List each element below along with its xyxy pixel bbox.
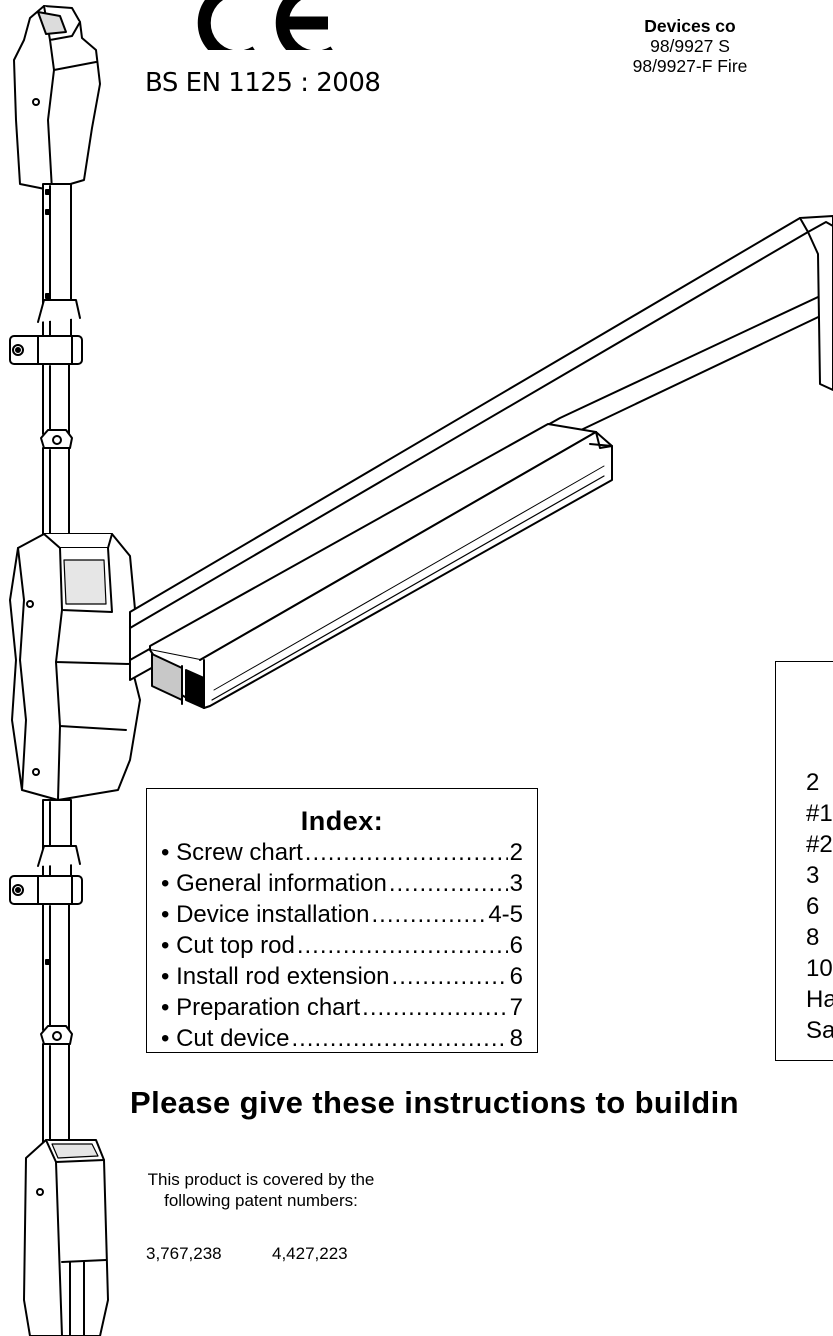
patent-number: 3,767,238 [146,1244,222,1263]
patent-intro: This product is covered by the following… [147,1170,375,1210]
cross-bar [129,215,833,709]
bottom-latch-housing [23,1139,109,1336]
index-item-label: • Screw chart [161,839,303,866]
index-item-label: • Cut top rod [161,932,295,959]
index-row: • Install rod extension.................… [161,961,523,992]
bottom-rod-middle [42,903,70,1031]
top-latch-housing [13,5,101,191]
index-row: • Screw chart...........................… [161,837,523,868]
tools-list-item: #2 [806,831,833,858]
tools-list-item: 8 [806,924,820,951]
top-rod-joint [40,429,73,549]
index-item-page: 6 [509,963,523,990]
tools-list-item: Sa [806,1017,833,1044]
tools-list-item: Ha [806,986,833,1013]
instruction-notice: Please give these instructions to buildi… [130,1085,739,1120]
ce-mark-logo [197,0,333,50]
index-item-page: 3 [509,870,523,897]
index-item-label: • Cut device [161,1025,290,1052]
index-leader-dots: ........................................… [304,839,508,866]
bottom-rod-upper [42,799,72,879]
tools-list-item: #1 [806,800,833,827]
index-row: • Cut device............................… [161,1023,523,1054]
index-row: • Preparation chart.....................… [161,992,523,1023]
index-item-page: 7 [509,994,523,1021]
index-leader-dots: ........................................… [291,1025,507,1052]
index-row: • Cut top rod...........................… [161,930,523,961]
index-list: • Screw chart...........................… [147,837,537,1054]
bottom-rod-joint [40,1025,73,1145]
index-item-page: 6 [509,932,523,959]
devices-title: Devices co [644,16,736,36]
center-case [9,533,141,801]
index-leader-dots: ........................................… [371,901,487,928]
index-item-page: 4-5 [488,901,523,928]
index-title: Index: [300,806,384,836]
standard-label: BS EN 1125 : 2008 [145,68,381,98]
index-item-page: 2 [509,839,523,866]
index-leader-dots: ........................................… [388,870,508,897]
index-row: • General information...................… [161,868,523,899]
index-item-label: • Preparation chart [161,994,361,1021]
index-item-label: • Device installation [161,901,370,928]
device-model-line: 98/9927-F Fire [632,56,748,76]
tools-list-item: 6 [806,893,820,920]
tools-list-item: 3 [806,862,820,889]
device-model-line: 98/9927 S [650,36,730,56]
tools-list-item: 2 [806,769,820,796]
index-item-label: • General information [161,870,387,897]
index-leader-dots: ........................................… [296,932,508,959]
index-box: Index: • Screw chart....................… [146,788,538,1053]
top-rod-middle [42,363,70,435]
tools-list-item: 10 [806,955,833,982]
index-leader-dots: ........................................… [391,963,508,990]
top-rod-guide [9,299,83,365]
patent-numbers: 3,767,238 4,427,223 [0,1244,833,1274]
patent-number: 4,427,223 [272,1244,348,1263]
bottom-rod-guide [9,845,83,905]
index-leader-dots: ........................................… [362,994,508,1021]
index-item-page: 8 [509,1025,523,1052]
index-item-label: • Install rod extension [161,963,390,990]
devices-covered-block: Devices co 98/9927 S 98/9927-F Fire [520,16,833,76]
index-row: • Device installation...................… [161,899,523,930]
